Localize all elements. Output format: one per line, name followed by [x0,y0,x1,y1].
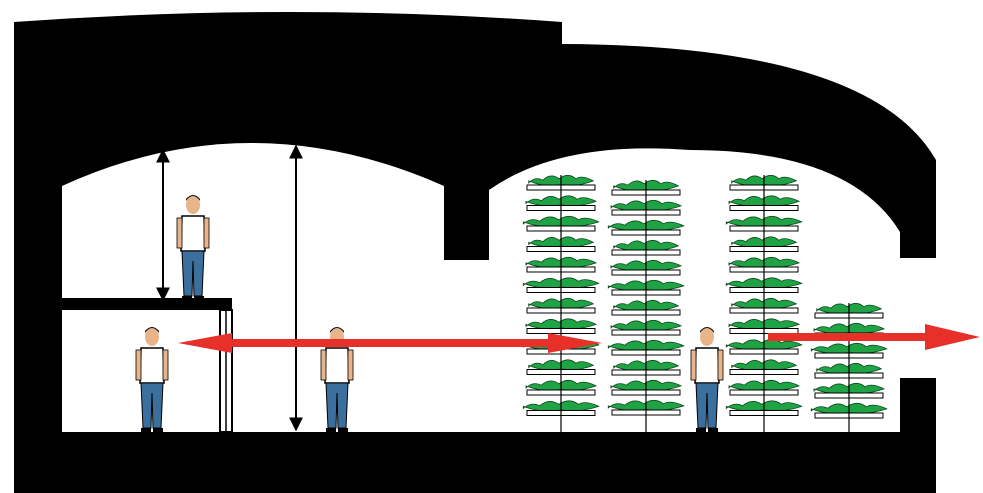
growing-racks [522,174,888,432]
person-shoe-right [194,296,204,300]
person-arm-left [320,349,327,381]
person-1 [176,195,210,300]
person-shoe-right [708,428,718,432]
growing-rack-2 [607,179,685,432]
mezzanine-slab [62,298,232,310]
person-shoe-left [696,428,706,432]
person-hair [700,327,714,333]
interior-spaces [62,143,936,432]
person-head [700,328,714,346]
person-arm-left [176,217,183,249]
person-3 [320,327,354,432]
person-shirt [139,347,165,384]
person-shoe-left [182,296,192,300]
person-arm-right [162,349,169,381]
person-shoe-right [338,428,348,432]
flow-arrow-bidirectional [178,333,602,353]
person-hair [186,195,200,201]
mezzanine [62,298,233,433]
person-shirt [324,347,350,384]
person-arm-left [135,349,142,381]
left-vault-space [62,143,444,432]
person-arm-left [690,349,697,381]
person-shirt [694,347,720,384]
person-shoe-right [153,428,163,432]
people [135,195,724,432]
growing-rack-3 [725,174,803,432]
right-wall-opening [900,258,936,378]
person-2 [135,327,169,432]
person-arm-right [347,349,354,381]
person-hair [145,327,159,333]
person-hair [330,327,344,333]
flow-arrows [178,324,980,353]
person-4 [690,327,724,432]
growing-rack-1 [522,174,600,432]
person-shoe-left [326,428,336,432]
person-arm-right [717,349,724,381]
person-head [145,328,159,346]
person-shirt [180,215,206,252]
dimension-arrows [156,144,303,432]
person-arm-right [203,217,210,249]
flow-arrow-outward [768,324,980,350]
person-shoe-left [141,428,151,432]
person-head [186,196,200,214]
